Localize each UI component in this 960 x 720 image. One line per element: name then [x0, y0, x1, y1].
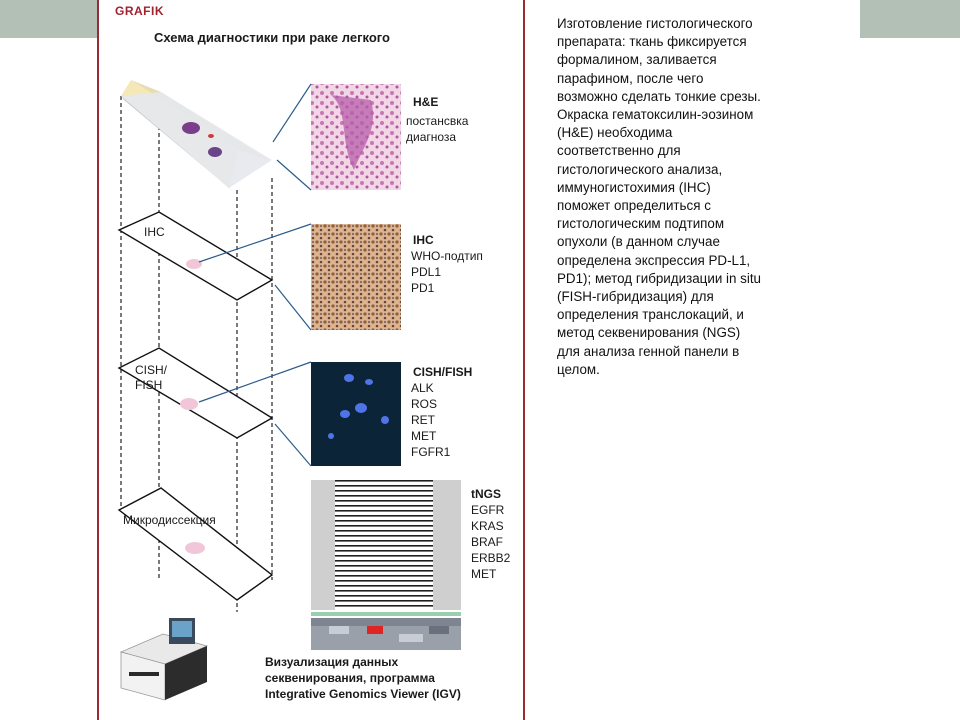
description-line: опухоли (в данном случае — [557, 234, 720, 250]
description-line: PD1); метод гибридизации in situ — [557, 270, 761, 286]
ihc-slide — [117, 211, 274, 301]
ngs-tracks — [311, 480, 461, 650]
description-line: для анализа генной панели в — [557, 343, 740, 359]
fish-title: CISH/FISH — [413, 365, 473, 379]
description-line: определения транслокаций, и — [557, 307, 744, 323]
description-line: Изготовление гистологического — [557, 16, 753, 31]
description-line: целом. — [557, 361, 600, 377]
caption-line-3: Integrative Genomics Viewer (IGV) — [265, 687, 461, 701]
caption-line-1: Визуализация данных — [265, 655, 399, 669]
caption-line-2: секвенирования, программа — [265, 671, 435, 685]
figure-title: Схема диагностики при раке легкого — [154, 30, 390, 45]
ngs-line-1: EGFR — [471, 503, 505, 517]
cish-slide-label-1: CISH/ — [135, 363, 168, 377]
description-line: поможет определиться с — [557, 198, 711, 214]
diagnostic-figure: GRAFIK Схема диагностики при раке легког… — [97, 0, 525, 720]
ngs-title: tNGS — [471, 487, 501, 501]
ngs-line-5: MET — [471, 567, 497, 581]
description-line: формалином, заливается — [557, 52, 717, 68]
description-line: соответственно для — [557, 143, 681, 159]
he-line-1: постансвка — [406, 114, 469, 128]
he-slide — [121, 80, 272, 192]
description-line: препарата: ткань фиксируется — [557, 34, 747, 50]
description-line: (H&E) необходима — [557, 125, 673, 141]
ngs-line-4: ERBB2 — [471, 551, 511, 565]
fish-line-5: FGFR1 — [411, 445, 451, 459]
description-line: возможно сделать тонкие срезы. — [557, 88, 761, 104]
ngs-line-2: KRAS — [471, 519, 504, 533]
cish-slide-label-2: FISH — [135, 378, 163, 392]
header-band-left — [0, 0, 97, 38]
fish-micrograph — [311, 362, 401, 466]
micro-slide-label: Микродиссекция — [123, 513, 216, 527]
ihc-slide-label: IHC — [144, 225, 165, 239]
description-line: гистологического анализа, — [557, 161, 723, 177]
description-line: метод секвенирования (NGS) — [557, 325, 741, 341]
fish-line-4: MET — [411, 429, 437, 443]
description-line: иммуногистохимия (IHC) — [557, 179, 711, 195]
sequencer-icon — [119, 618, 209, 701]
description-text: Изготовление гистологического препарата: … — [557, 15, 857, 379]
fish-nuclei — [328, 374, 389, 439]
description-line: Окраска гематоксилин-эозином — [557, 107, 754, 123]
connector-lines — [198, 83, 312, 467]
header-band-right — [860, 0, 960, 38]
ihc-micrograph — [311, 224, 401, 330]
fish-line-1: ALK — [411, 381, 434, 395]
micro-slide — [117, 487, 274, 601]
he-title: H&E — [413, 95, 439, 109]
fish-line-2: ROS — [411, 397, 438, 411]
fish-line-3: RET — [411, 413, 435, 427]
ihc-line-1: WHO-подтип — [411, 249, 483, 263]
ihc-line-2: PDL1 — [411, 265, 442, 279]
he-line-2: диагноза — [406, 130, 457, 144]
figure-header-bar: GRAFIK — [99, 0, 523, 22]
fish-slide — [117, 347, 274, 439]
ihc-title: IHC — [413, 233, 434, 247]
description-line: определена экспрессия PD-L1, — [557, 252, 751, 268]
ihc-line-3: PD1 — [411, 281, 435, 295]
description-line: гистологическим подтипом — [557, 216, 725, 232]
ngs-line-3: BRAF — [471, 535, 504, 549]
description-line: (FISH-гибридизация) для — [557, 289, 714, 305]
grafik-badge: GRAFIK — [115, 4, 164, 18]
description-line: парафином, после чего — [557, 70, 704, 86]
diagnostic-diagram — [117, 80, 461, 701]
